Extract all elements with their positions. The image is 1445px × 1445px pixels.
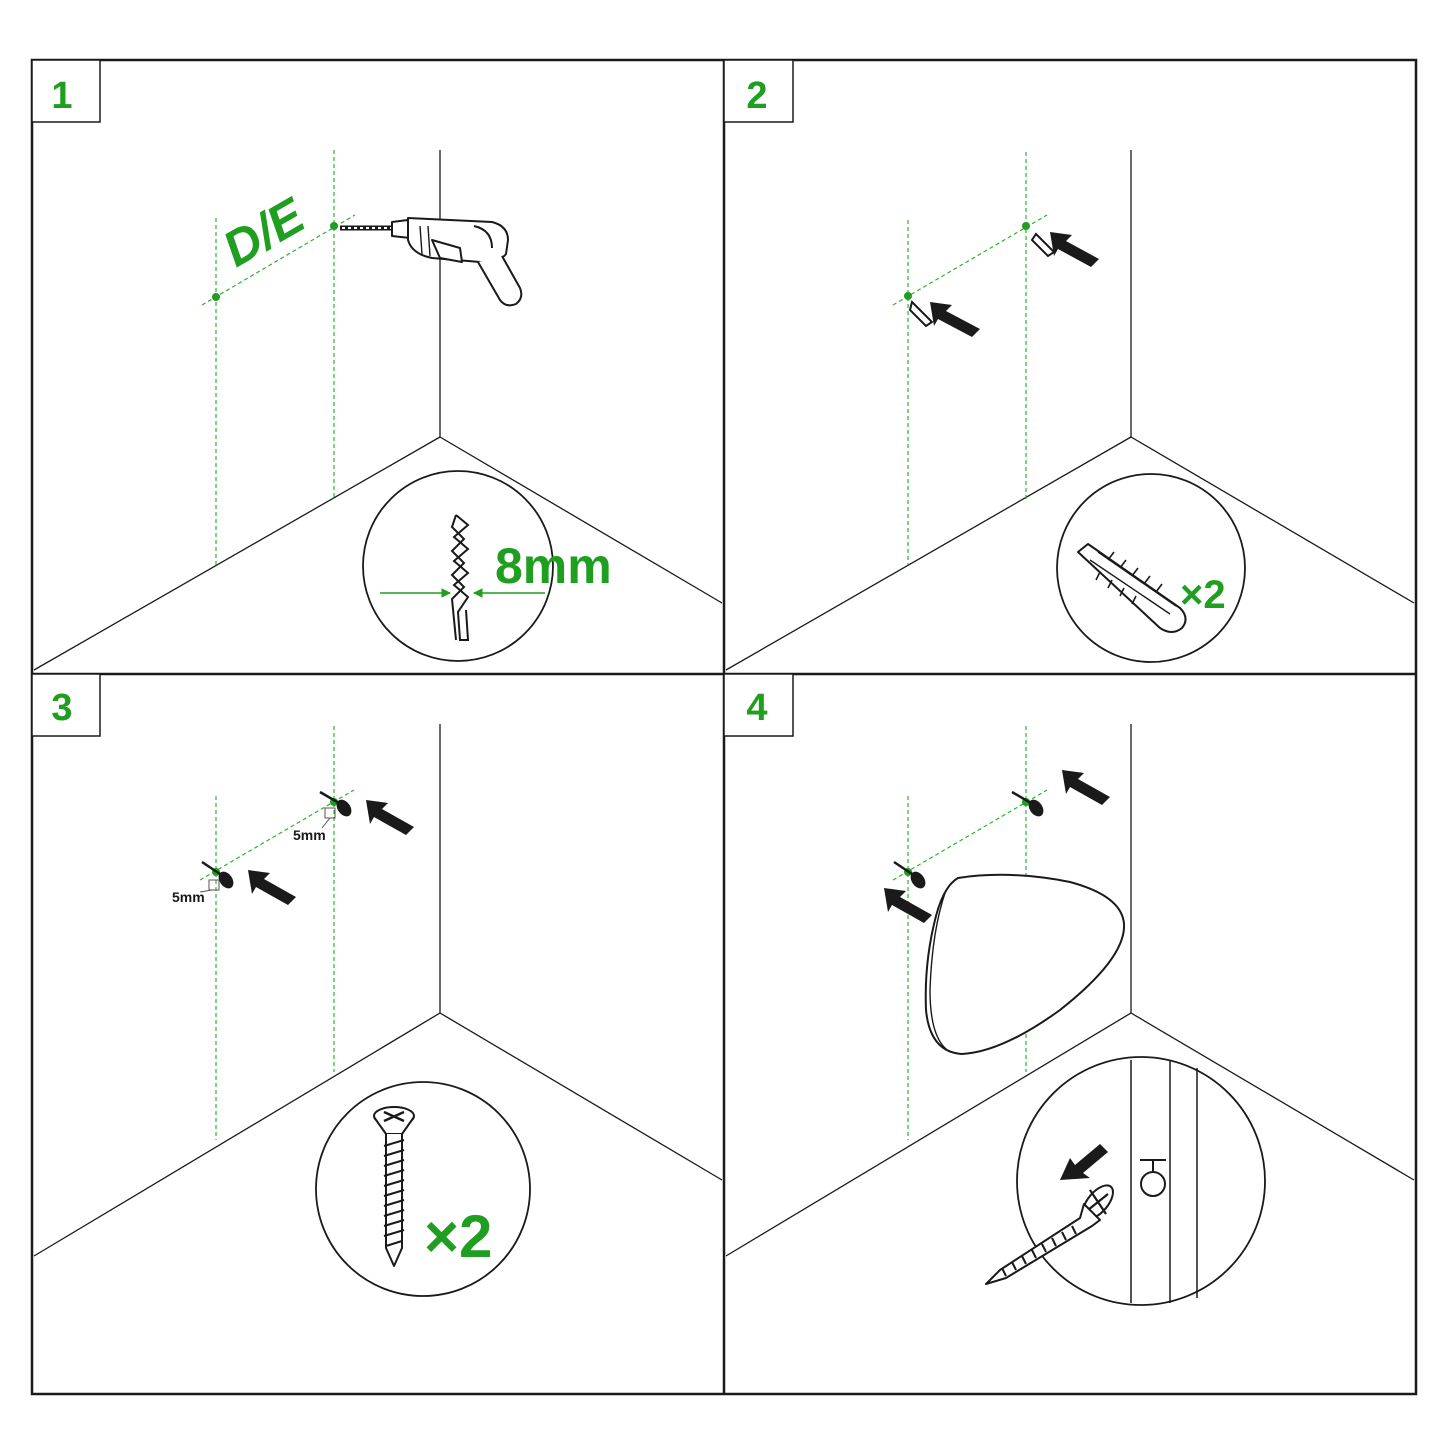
arrow-icon xyxy=(884,770,1110,923)
room-corner xyxy=(725,724,1415,1257)
wall-plug-icon xyxy=(908,232,1056,328)
wall-plug-icon xyxy=(1077,543,1187,633)
detail-circle xyxy=(362,470,554,662)
step-1-panel: 1 D/E xyxy=(31,59,723,671)
arrow-icon xyxy=(1060,1144,1108,1180)
detail-circle xyxy=(315,1081,531,1297)
detail-circle xyxy=(1056,473,1246,663)
step-2-number: 2 xyxy=(746,75,767,117)
arrow-icon xyxy=(930,232,1099,337)
quantity-label: ×2 xyxy=(1180,573,1226,617)
screw-icon xyxy=(985,1184,1114,1285)
screw-icon xyxy=(373,1106,415,1267)
gap-label: 5mm xyxy=(172,889,205,905)
mirror-icon xyxy=(924,873,1126,1056)
mark-point xyxy=(212,293,220,301)
step-4-number: 4 xyxy=(746,687,767,729)
gap-label: 5mm xyxy=(293,827,326,843)
step-2-badge xyxy=(723,59,794,123)
mark-point xyxy=(330,222,338,230)
step-2-panel: 2 ×2 xyxy=(723,59,1415,671)
bit-size-label: 8mm xyxy=(495,538,612,594)
step-3-number: 3 xyxy=(51,687,72,729)
room-corner xyxy=(33,150,723,671)
arrow-icon xyxy=(248,800,414,905)
drill-icon xyxy=(340,217,523,307)
step-4-badge xyxy=(723,673,794,737)
step-3-badge xyxy=(31,673,101,737)
drill-bit-icon xyxy=(450,514,470,641)
mirror-edge-detail xyxy=(1130,1060,1198,1303)
keyhole-icon xyxy=(1140,1159,1166,1197)
step-1-badge xyxy=(31,59,101,123)
guide-lines xyxy=(201,150,356,565)
step-1-number: 1 xyxy=(51,75,72,117)
screw-icon xyxy=(201,790,352,889)
guide-lines xyxy=(892,152,1048,565)
gap-callout xyxy=(199,807,336,893)
step-4-panel: 4 xyxy=(723,673,1415,1306)
guide-lines xyxy=(199,726,355,1140)
mark-point xyxy=(904,292,912,300)
screw-icon xyxy=(893,790,1044,889)
step-3-panel: 3 5mm 5mm xyxy=(31,673,723,1297)
quantity-label: ×2 xyxy=(424,1203,492,1270)
mark-point xyxy=(1022,222,1030,230)
room-corner xyxy=(33,724,723,1257)
room-corner xyxy=(725,150,1415,671)
distance-label: D/E xyxy=(214,187,316,278)
